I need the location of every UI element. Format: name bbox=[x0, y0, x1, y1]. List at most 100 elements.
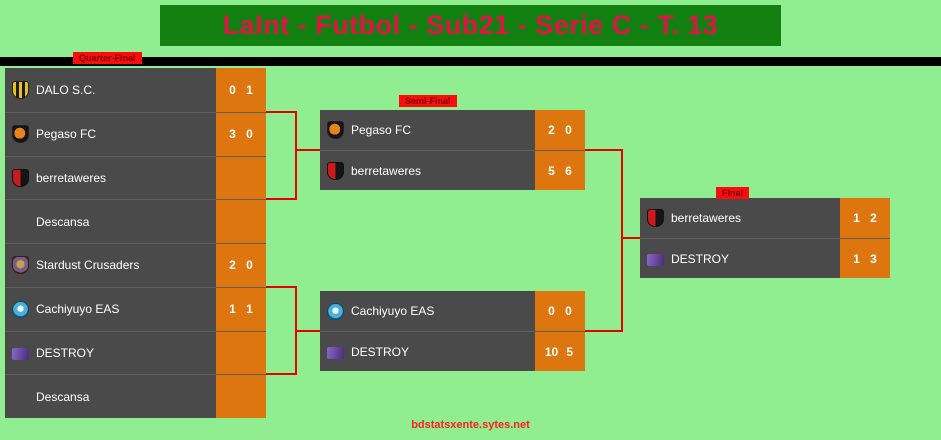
score-cell bbox=[216, 331, 266, 375]
team-row-destroy-sf: DESTROY 10 5 bbox=[320, 331, 585, 371]
score-leg2: 2 bbox=[870, 211, 877, 225]
title-bar: LaInt - Futbol - Sub21 - Serie C - T. 13 bbox=[160, 5, 781, 46]
connector-to-sf2 bbox=[297, 330, 320, 332]
score-leg2: 1 bbox=[246, 302, 253, 317]
team-name: Descansa bbox=[36, 214, 90, 229]
score-leg2: 0 bbox=[565, 123, 572, 137]
team-name: Pegaso FC bbox=[36, 127, 97, 142]
score-leg2: 0 bbox=[246, 258, 253, 273]
score-leg2: 0 bbox=[246, 127, 253, 142]
team-name: Cachiyuyo EAS bbox=[351, 304, 435, 318]
team-cell: Pegaso FC bbox=[5, 112, 216, 156]
team-cell: DESTROY bbox=[640, 239, 840, 278]
connector-sf1-out bbox=[585, 149, 623, 151]
connector-qf3 bbox=[266, 286, 297, 288]
team-cell: Descansa bbox=[5, 200, 216, 243]
score-cell: 3 0 bbox=[216, 112, 266, 156]
cachiyuyo-eas-logo-icon bbox=[12, 300, 29, 318]
connector-to-final bbox=[623, 237, 640, 239]
team-cell: Descansa bbox=[5, 375, 216, 418]
score-leg2: 6 bbox=[565, 163, 572, 178]
team-name: Cachiyuyo EAS bbox=[36, 302, 120, 317]
team-row-stardust: Stardust Crusaders 2 0 bbox=[5, 243, 266, 287]
site-link[interactable]: bdstatsxente.sytes.net bbox=[411, 419, 530, 431]
score-cell: 2 0 bbox=[535, 110, 585, 150]
connector-qf2 bbox=[266, 198, 297, 200]
team-name: DESTROY bbox=[36, 345, 95, 360]
team-cell: berretaweres bbox=[640, 198, 840, 238]
team-cell: berretaweres bbox=[320, 151, 535, 190]
team-row-destroy-final: DESTROY 1 3 bbox=[640, 238, 890, 278]
round-label-final: Final bbox=[716, 187, 750, 199]
score-cell: 5 6 bbox=[535, 151, 585, 190]
score-cell: 1 2 bbox=[840, 198, 890, 238]
empty-logo-placeholder bbox=[12, 213, 29, 231]
semifinal-match-1: Pegaso FC 2 0 berretaweres 5 6 bbox=[320, 110, 585, 190]
team-name: Pegaso FC bbox=[351, 123, 412, 137]
empty-logo-placeholder bbox=[12, 388, 29, 406]
team-row-pegaso: Pegaso FC 3 0 bbox=[5, 111, 266, 156]
score-leg2: 1 bbox=[246, 82, 253, 97]
score-leg1: 0 bbox=[548, 304, 555, 318]
berretaweres-logo-icon bbox=[327, 161, 344, 180]
score-cell: 0 1 bbox=[216, 68, 266, 112]
team-row-pegaso-sf: Pegaso FC 2 0 bbox=[320, 110, 585, 150]
destroy-logo-icon bbox=[647, 254, 664, 266]
score-cell: 10 5 bbox=[535, 332, 585, 371]
score-leg1: 2 bbox=[229, 258, 236, 273]
team-row-dalo: DALO S.C. 0 1 bbox=[5, 68, 266, 112]
team-name: berretaweres bbox=[671, 211, 742, 225]
final-match: berretaweres 1 2 DESTROY 1 3 bbox=[640, 198, 890, 278]
score-leg2: 3 bbox=[870, 251, 877, 266]
team-row-descansa-1: Descansa bbox=[5, 199, 266, 243]
dalo-sc-logo-icon bbox=[12, 80, 29, 99]
connector-qf34-vertical bbox=[295, 286, 297, 375]
berretaweres-logo-icon bbox=[12, 168, 29, 187]
destroy-logo-icon bbox=[12, 348, 29, 361]
team-cell: DESTROY bbox=[320, 332, 535, 371]
connector-sf2-out bbox=[585, 330, 623, 332]
score-cell: 0 0 bbox=[535, 291, 585, 331]
score-cell bbox=[216, 375, 266, 418]
team-cell: Pegaso FC bbox=[320, 110, 535, 150]
team-name: DALO S.C. bbox=[36, 82, 96, 97]
team-cell: Cachiyuyo EAS bbox=[320, 291, 535, 331]
cachiyuyo-eas-logo-icon bbox=[327, 302, 344, 320]
round-label-quarterfinal: Quarter-Final bbox=[73, 52, 142, 64]
team-name: DESTROY bbox=[351, 344, 410, 359]
team-row-berretaweres-final: berretaweres 1 2 bbox=[640, 198, 890, 238]
score-leg1: 2 bbox=[548, 123, 555, 137]
team-name: Stardust Crusaders bbox=[36, 258, 140, 273]
stardust-crusaders-logo-icon bbox=[12, 256, 29, 275]
team-cell: berretaweres bbox=[5, 156, 216, 200]
page-title: LaInt - Futbol - Sub21 - Serie C - T. 13 bbox=[222, 10, 719, 40]
score-cell: 1 1 bbox=[216, 287, 266, 331]
score-leg1: 3 bbox=[229, 127, 236, 142]
score-cell bbox=[216, 156, 266, 200]
team-row-berretaweres-sf: berretaweres 5 6 bbox=[320, 150, 585, 190]
team-cell: DALO S.C. bbox=[5, 68, 216, 112]
score-leg1: 1 bbox=[853, 251, 860, 266]
team-row-cachiyuyo: Cachiyuyo EAS 1 1 bbox=[5, 286, 266, 331]
team-name: berretaweres bbox=[351, 163, 422, 178]
team-name: DESTROY bbox=[671, 251, 730, 266]
connector-qf1 bbox=[266, 111, 297, 113]
connector-to-sf1 bbox=[297, 149, 320, 151]
team-row-destroy: DESTROY bbox=[5, 330, 266, 375]
score-cell: 1 3 bbox=[840, 239, 890, 278]
score-cell bbox=[216, 200, 266, 243]
team-name: Descansa bbox=[36, 389, 90, 404]
divider-strip bbox=[0, 57, 941, 66]
pegaso-fc-logo-icon bbox=[327, 121, 344, 139]
score-leg2: 5 bbox=[566, 344, 574, 359]
score-leg1: 10 bbox=[544, 344, 559, 359]
team-name: berretaweres bbox=[36, 170, 107, 185]
score-leg2: 0 bbox=[565, 304, 572, 318]
team-row-berretaweres: berretaweres bbox=[5, 155, 266, 200]
team-cell: Stardust Crusaders bbox=[5, 244, 216, 287]
score-leg1: 5 bbox=[548, 163, 555, 178]
destroy-logo-icon bbox=[327, 347, 344, 359]
team-row-descansa-2: Descansa bbox=[5, 374, 266, 418]
team-cell: DESTROY bbox=[5, 331, 216, 375]
